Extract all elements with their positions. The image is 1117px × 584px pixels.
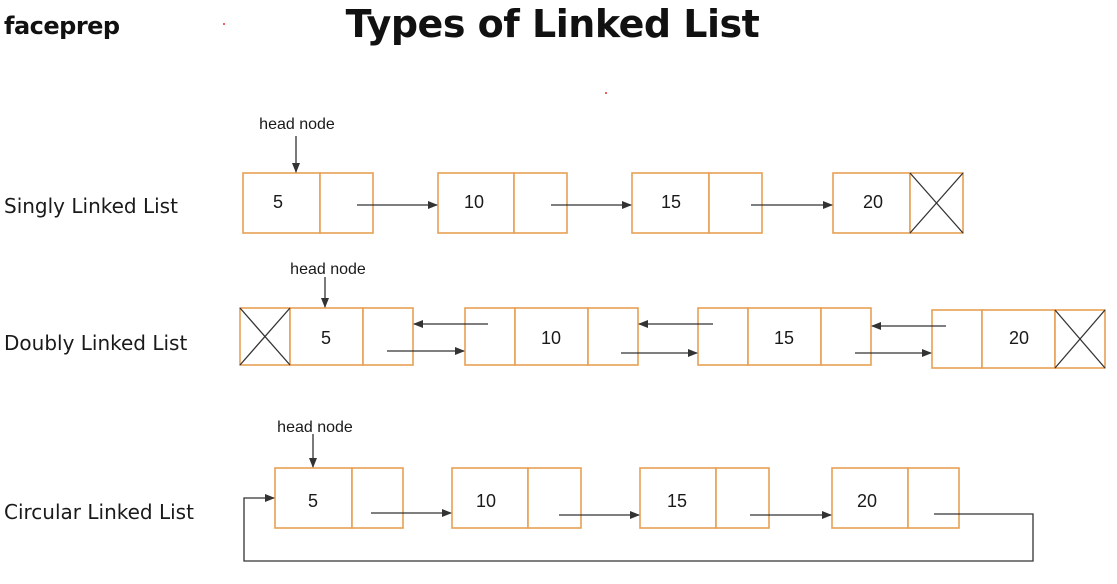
node-value: 5 <box>308 491 318 511</box>
node-value: 15 <box>661 192 681 212</box>
singly-node-3-data <box>631 172 710 234</box>
circular-node-4-data <box>831 467 909 529</box>
row-label-singly: Singly Linked List <box>4 194 178 218</box>
node-value: 20 <box>863 192 883 212</box>
doubly-node-3-next <box>820 307 872 366</box>
null-cross <box>909 172 964 234</box>
circular-node-2-data <box>451 467 529 529</box>
doubly-list <box>239 307 1106 369</box>
node-value: 10 <box>476 491 496 511</box>
singly-node-1-next <box>319 172 374 234</box>
page-title: Types of Linked List <box>345 2 760 46</box>
circular-node-2-next <box>527 467 582 529</box>
doubly-node-3-prev <box>697 307 749 366</box>
circular-node-1-next <box>351 467 404 529</box>
circular-node-1-data <box>274 467 353 529</box>
doubly-node-2-data <box>514 307 589 366</box>
circular-node-3-next <box>715 467 770 529</box>
node-value: 15 <box>667 491 687 511</box>
singly-node-1-data <box>242 172 321 234</box>
node-value: 20 <box>857 491 877 511</box>
null-cross <box>239 307 291 366</box>
doubly-node-2-next <box>587 307 639 366</box>
node-value: 15 <box>774 328 794 348</box>
circular-list <box>274 467 960 529</box>
singly-node-3-next <box>708 172 763 234</box>
node-value: 10 <box>464 192 484 212</box>
decorative-dot <box>223 23 225 25</box>
decorative-dot <box>605 92 607 94</box>
head-node-label: head node <box>290 261 366 278</box>
doubly-node-3-data <box>747 307 822 366</box>
doubly-node-1-data <box>289 307 364 366</box>
singly-node-2-next <box>513 172 568 234</box>
row-label-doubly: Doubly Linked List <box>4 331 188 355</box>
head-node-label: head node <box>259 116 335 133</box>
circular-return-arrow <box>243 494 1034 562</box>
doubly-node-2-prev <box>464 307 516 366</box>
row-label-circular: Circular Linked List <box>4 500 194 524</box>
head-node-label: head node <box>277 419 353 436</box>
singly-list <box>242 172 964 234</box>
circular-node-4-next <box>907 467 960 529</box>
singly-node-4-data <box>832 172 911 234</box>
node-value: 5 <box>273 192 283 212</box>
null-cross <box>1054 309 1106 369</box>
doubly-node-1-next <box>362 307 414 366</box>
node-value: 20 <box>1009 328 1029 348</box>
brand-logo: faceprep <box>4 12 120 40</box>
circular-node-3-data <box>639 467 717 529</box>
doubly-node-4-prev <box>931 309 983 369</box>
node-value: 10 <box>541 328 561 348</box>
node-value: 5 <box>321 328 331 348</box>
singly-node-2-data <box>437 172 515 234</box>
